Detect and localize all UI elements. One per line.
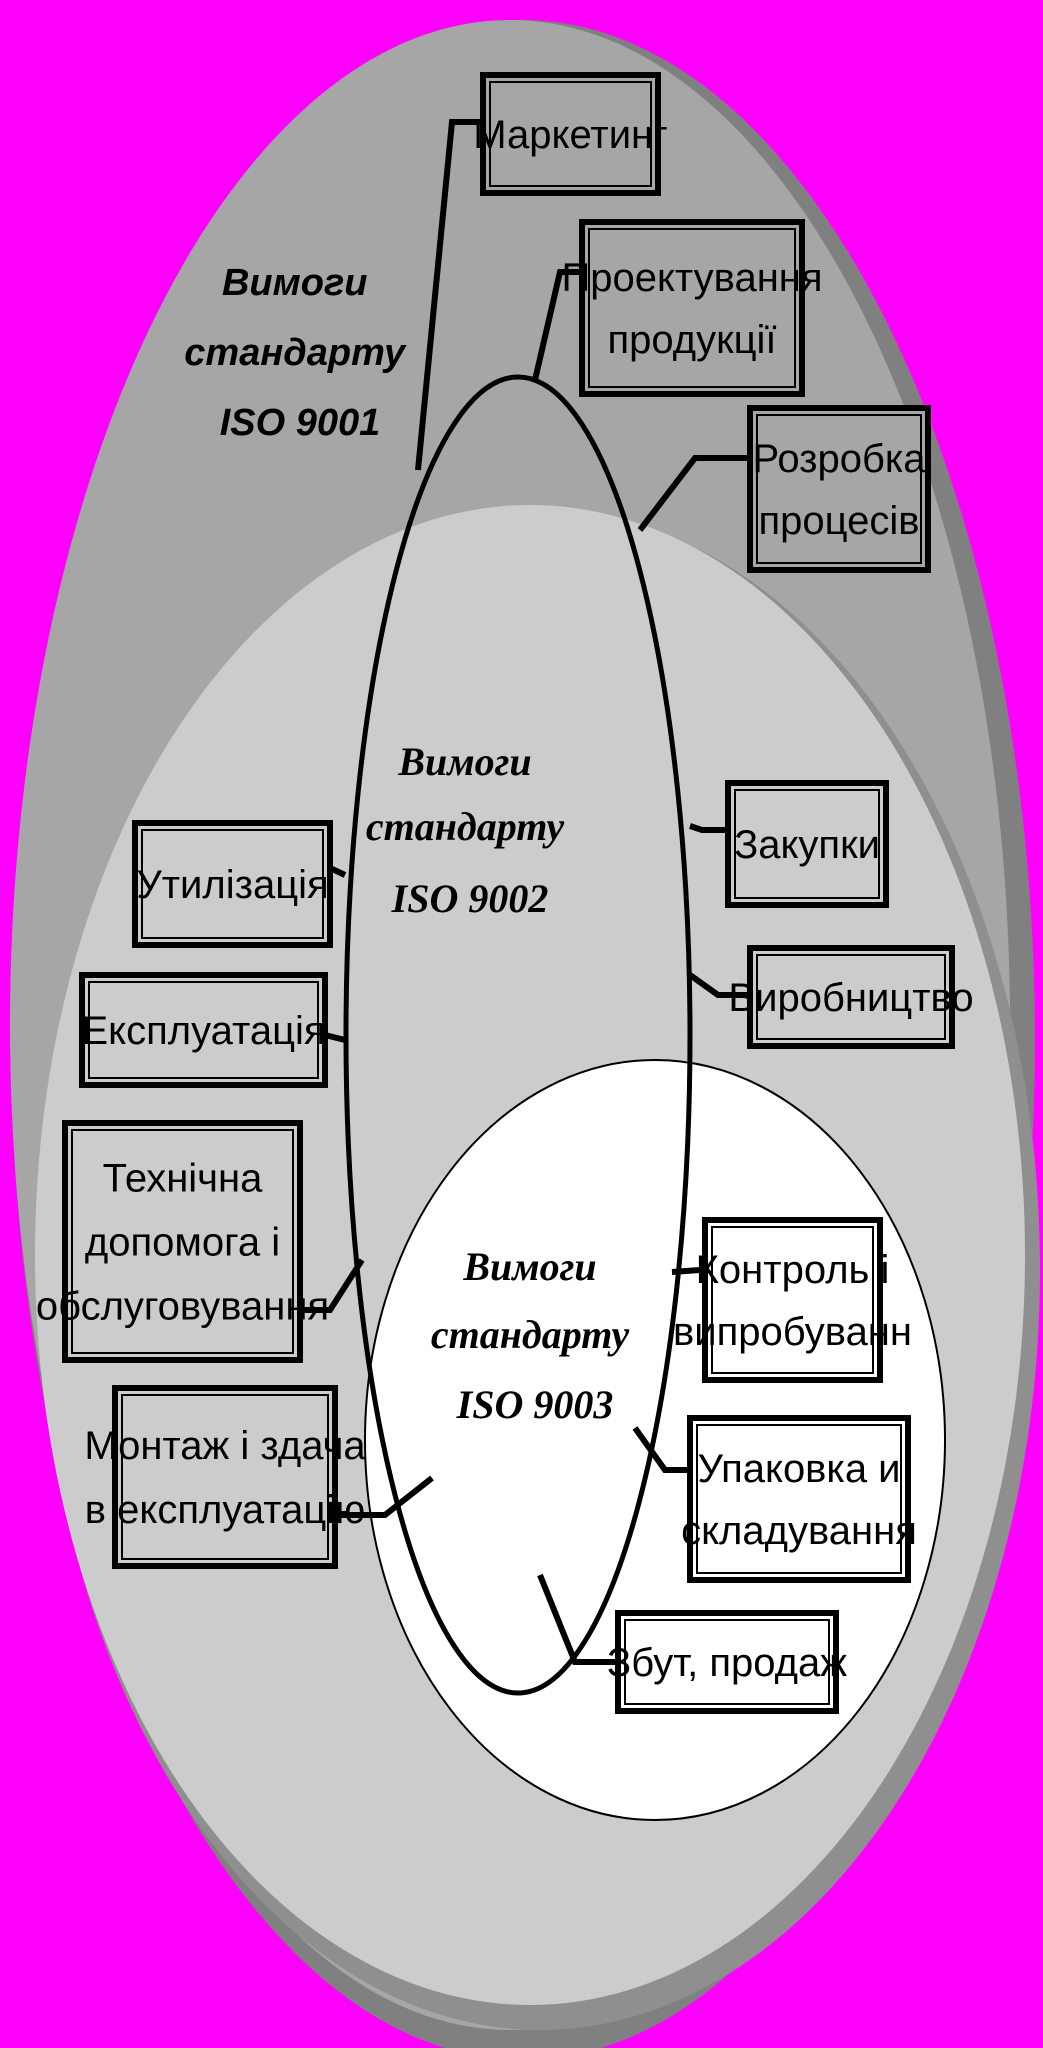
- stage-box-packing: Упаковка и складування: [681, 1415, 917, 1583]
- iso9002-label-line2: стандарту: [366, 804, 565, 849]
- stage-box-inner-frame: [756, 414, 922, 564]
- stage-box-frame: [132, 820, 333, 948]
- stage-box-label: Монтаж і здача в експлуатацію: [84, 1424, 366, 1532]
- stage-box-sales: Збут, продаж: [607, 1610, 847, 1714]
- stage-box-label-line: Закупки: [734, 823, 880, 867]
- stage-box-label: Експлуатація: [81, 1009, 325, 1053]
- stage-box-inner-frame: [121, 1394, 329, 1560]
- stage-box-frame: [615, 1610, 839, 1714]
- stage-box-frame: [687, 1415, 911, 1583]
- stage-box-label-line: допомога і: [85, 1221, 280, 1265]
- connector-service: [300, 1258, 365, 1313]
- iso9002-label-line3: ISO 9002: [391, 876, 549, 921]
- stage-box-inner-frame: [588, 228, 796, 388]
- connector-production: [688, 972, 750, 998]
- stage-box-purchasing: Закупки: [725, 780, 889, 908]
- stage-box-inner-frame: [624, 1619, 830, 1705]
- stage-box-marketing: Маркетинг: [473, 72, 668, 196]
- stage-box-label: Розробка процесів: [752, 437, 926, 543]
- stage-box-label: Технічна допомога і обслуговування: [36, 1157, 329, 1329]
- stage-box-label-line: Утилізація: [136, 863, 328, 907]
- stage-box-inner-frame: [88, 981, 319, 1079]
- stage-box-inner-frame: [141, 829, 324, 939]
- stage-box-label-line: процесів: [759, 499, 920, 543]
- stage-box-label-line: Виробництво: [728, 976, 973, 1020]
- stage-box-inner-frame: [711, 1226, 874, 1374]
- stage-box-label-line: Проектування: [561, 256, 822, 300]
- connector-packing: [632, 1426, 690, 1473]
- stage-box-frame: [579, 219, 805, 397]
- iso9003-label-line2: стандарту: [431, 1312, 630, 1357]
- iso9003-label: Вимоги стандарту ISO 9003: [431, 1244, 639, 1427]
- stage-box-label: Виробництво: [728, 976, 973, 1020]
- stage-box-production: Виробництво: [728, 945, 974, 1049]
- iso9001-label: Вимоги стандарту ISO 9001: [184, 262, 415, 444]
- iso9003-label-line1: Вимоги: [462, 1244, 596, 1289]
- stage-box-installation: Монтаж і здача в експлуатацію: [84, 1385, 366, 1569]
- stage-box-inner-frame: [734, 789, 880, 899]
- connector-purchasing: [689, 823, 728, 833]
- stage-box-inner-frame: [489, 81, 652, 187]
- connector-sales: [537, 1573, 618, 1665]
- stage-box-operation: Експлуатація: [79, 972, 328, 1088]
- stage-box-frame: [725, 780, 889, 908]
- stage-box-label: Утилізація: [136, 863, 328, 907]
- stage-box-frame: [480, 72, 661, 196]
- stage-box-label-line: обслуговування: [36, 1285, 329, 1329]
- iso9001-label-line3: ISO 9001: [220, 402, 381, 444]
- stage-box-label: Маркетинг: [473, 113, 667, 157]
- iso9003-label-line3: ISO 9003: [456, 1382, 614, 1427]
- stage-box-label-line: випробуванн: [673, 1310, 912, 1354]
- scope-outline-ellipse: [343, 374, 693, 1696]
- stage-box-frame: [747, 945, 955, 1049]
- connector-design: [532, 269, 582, 381]
- stage-box-label-line: Експлуатація: [81, 1009, 325, 1053]
- stage-box-label-line: в експлуатацію: [85, 1488, 365, 1532]
- stage-box-label-line: продукції: [607, 318, 776, 362]
- stage-box-label: Упаковка и складування: [681, 1447, 917, 1553]
- connector-marketing: [415, 119, 483, 471]
- stage-box-label-line: Монтаж і здача: [84, 1424, 366, 1468]
- stage-box-control: Контроль і випробуванн: [673, 1217, 912, 1383]
- stage-box-inner-frame: [756, 954, 946, 1040]
- stage-box-label: Збут, продаж: [607, 1641, 847, 1685]
- stage-box-disposal: Утилізація: [132, 820, 333, 948]
- stage-box-label-line: Маркетинг: [473, 113, 667, 157]
- stage-box-label-line: складування: [681, 1509, 917, 1553]
- iso9002-label: Вимоги стандарту ISO 9002: [366, 739, 574, 921]
- iso9002-label-line1: Вимоги: [397, 739, 531, 784]
- stage-box-frame: [62, 1120, 303, 1363]
- stage-box-frame: [702, 1217, 883, 1383]
- stage-box-frame: [112, 1385, 338, 1569]
- stage-box-frame: [79, 972, 328, 1088]
- connector-process-dev: [637, 455, 750, 532]
- connector-installation: [335, 1475, 434, 1518]
- connector-lines: [300, 119, 750, 1665]
- stage-box-process-dev: Розробка процесів: [747, 405, 931, 573]
- iso9001-label-line1: Вимоги: [222, 262, 367, 304]
- stage-box-label: Проектування продукції: [561, 256, 822, 362]
- stage-box-design: Проектування продукції: [561, 219, 823, 397]
- stage-box-label-line: Технічна: [103, 1157, 263, 1201]
- iso9001-label-line2: стандарту: [184, 332, 407, 374]
- stage-box-label-line: Збут, продаж: [607, 1641, 847, 1685]
- stage-box-inner-frame: [71, 1129, 294, 1354]
- stage-box-service: Технічна допомога і обслуговування: [36, 1120, 329, 1363]
- stage-box-label: Закупки: [734, 823, 880, 867]
- stage-box-inner-frame: [696, 1424, 902, 1574]
- stage-box-label-line: Упаковка и: [697, 1447, 900, 1491]
- stage-box-label-line: Контроль і: [696, 1248, 890, 1292]
- stage-box-frame: [747, 405, 931, 573]
- connector-operation: [324, 1032, 346, 1043]
- stage-box-label: Контроль і випробуванн: [673, 1248, 912, 1354]
- stage-box-label-line: Розробка: [752, 437, 926, 481]
